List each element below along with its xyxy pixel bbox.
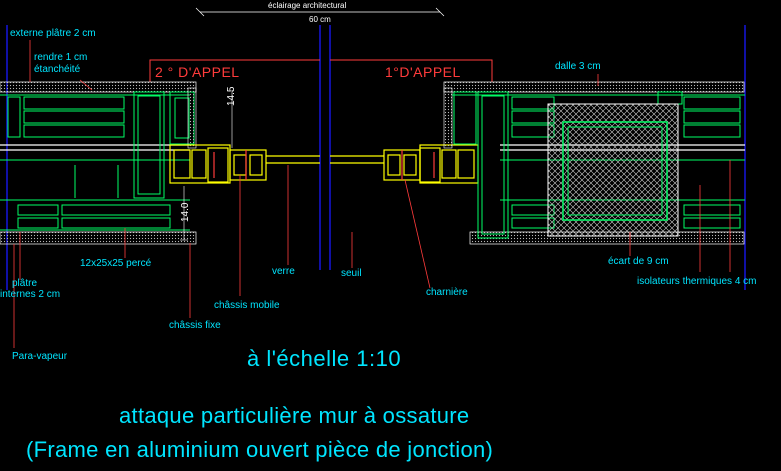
label-perce: 12x25x25 percé [80,258,152,269]
leader-lines [13,40,731,348]
left-aluminium-frame [169,144,320,184]
label-rendre: rendre 1 cm [34,52,88,63]
dimension-14-0: 14.0 [180,202,191,222]
label-verre: verre [272,266,295,277]
label-platre: plâtre [12,278,38,289]
label-para-vapeur: Para-vapeur [12,351,68,362]
dimension-14-5: 14.5 [226,86,237,106]
label-dalle: dalle 3 cm [555,61,601,72]
label-internes: internes 2 cm [0,289,61,300]
appel-2-label: 2 ° D'APPEL [155,64,240,80]
top-dimension-line [195,7,445,17]
drawing-title-line1: attaque particulière mur à ossature [119,403,470,428]
drawing-title-line2: (Frame en aluminium ouvert pièce de jonc… [26,437,494,462]
label-externe-platre: externe plâtre 2 cm [10,28,96,39]
label-chassis-mobile: châssis mobile [214,300,280,311]
dimension-value: 60 cm [309,15,331,24]
scale-note: à l'échelle 1:10 [247,346,402,371]
right-wall [443,81,745,245]
label-charniere: charnière [426,287,468,298]
label-seuil: seuil [341,268,362,279]
axis-lines [6,25,746,290]
dimension-lines [180,90,233,241]
appel-1-label: 1°D'APPEL [385,64,461,80]
left-wall [0,81,197,245]
label-chassis-fixe: châssis fixe [169,320,221,331]
appel-frames [149,59,493,82]
dimension-title: éclairage architectural [268,1,347,10]
label-etancheite: étanchéité [34,64,81,75]
label-isolateurs: isolateurs thermiques 4 cm [637,276,757,287]
right-aluminium-frame [330,144,479,184]
label-ecart: écart de 9 cm [608,256,669,267]
